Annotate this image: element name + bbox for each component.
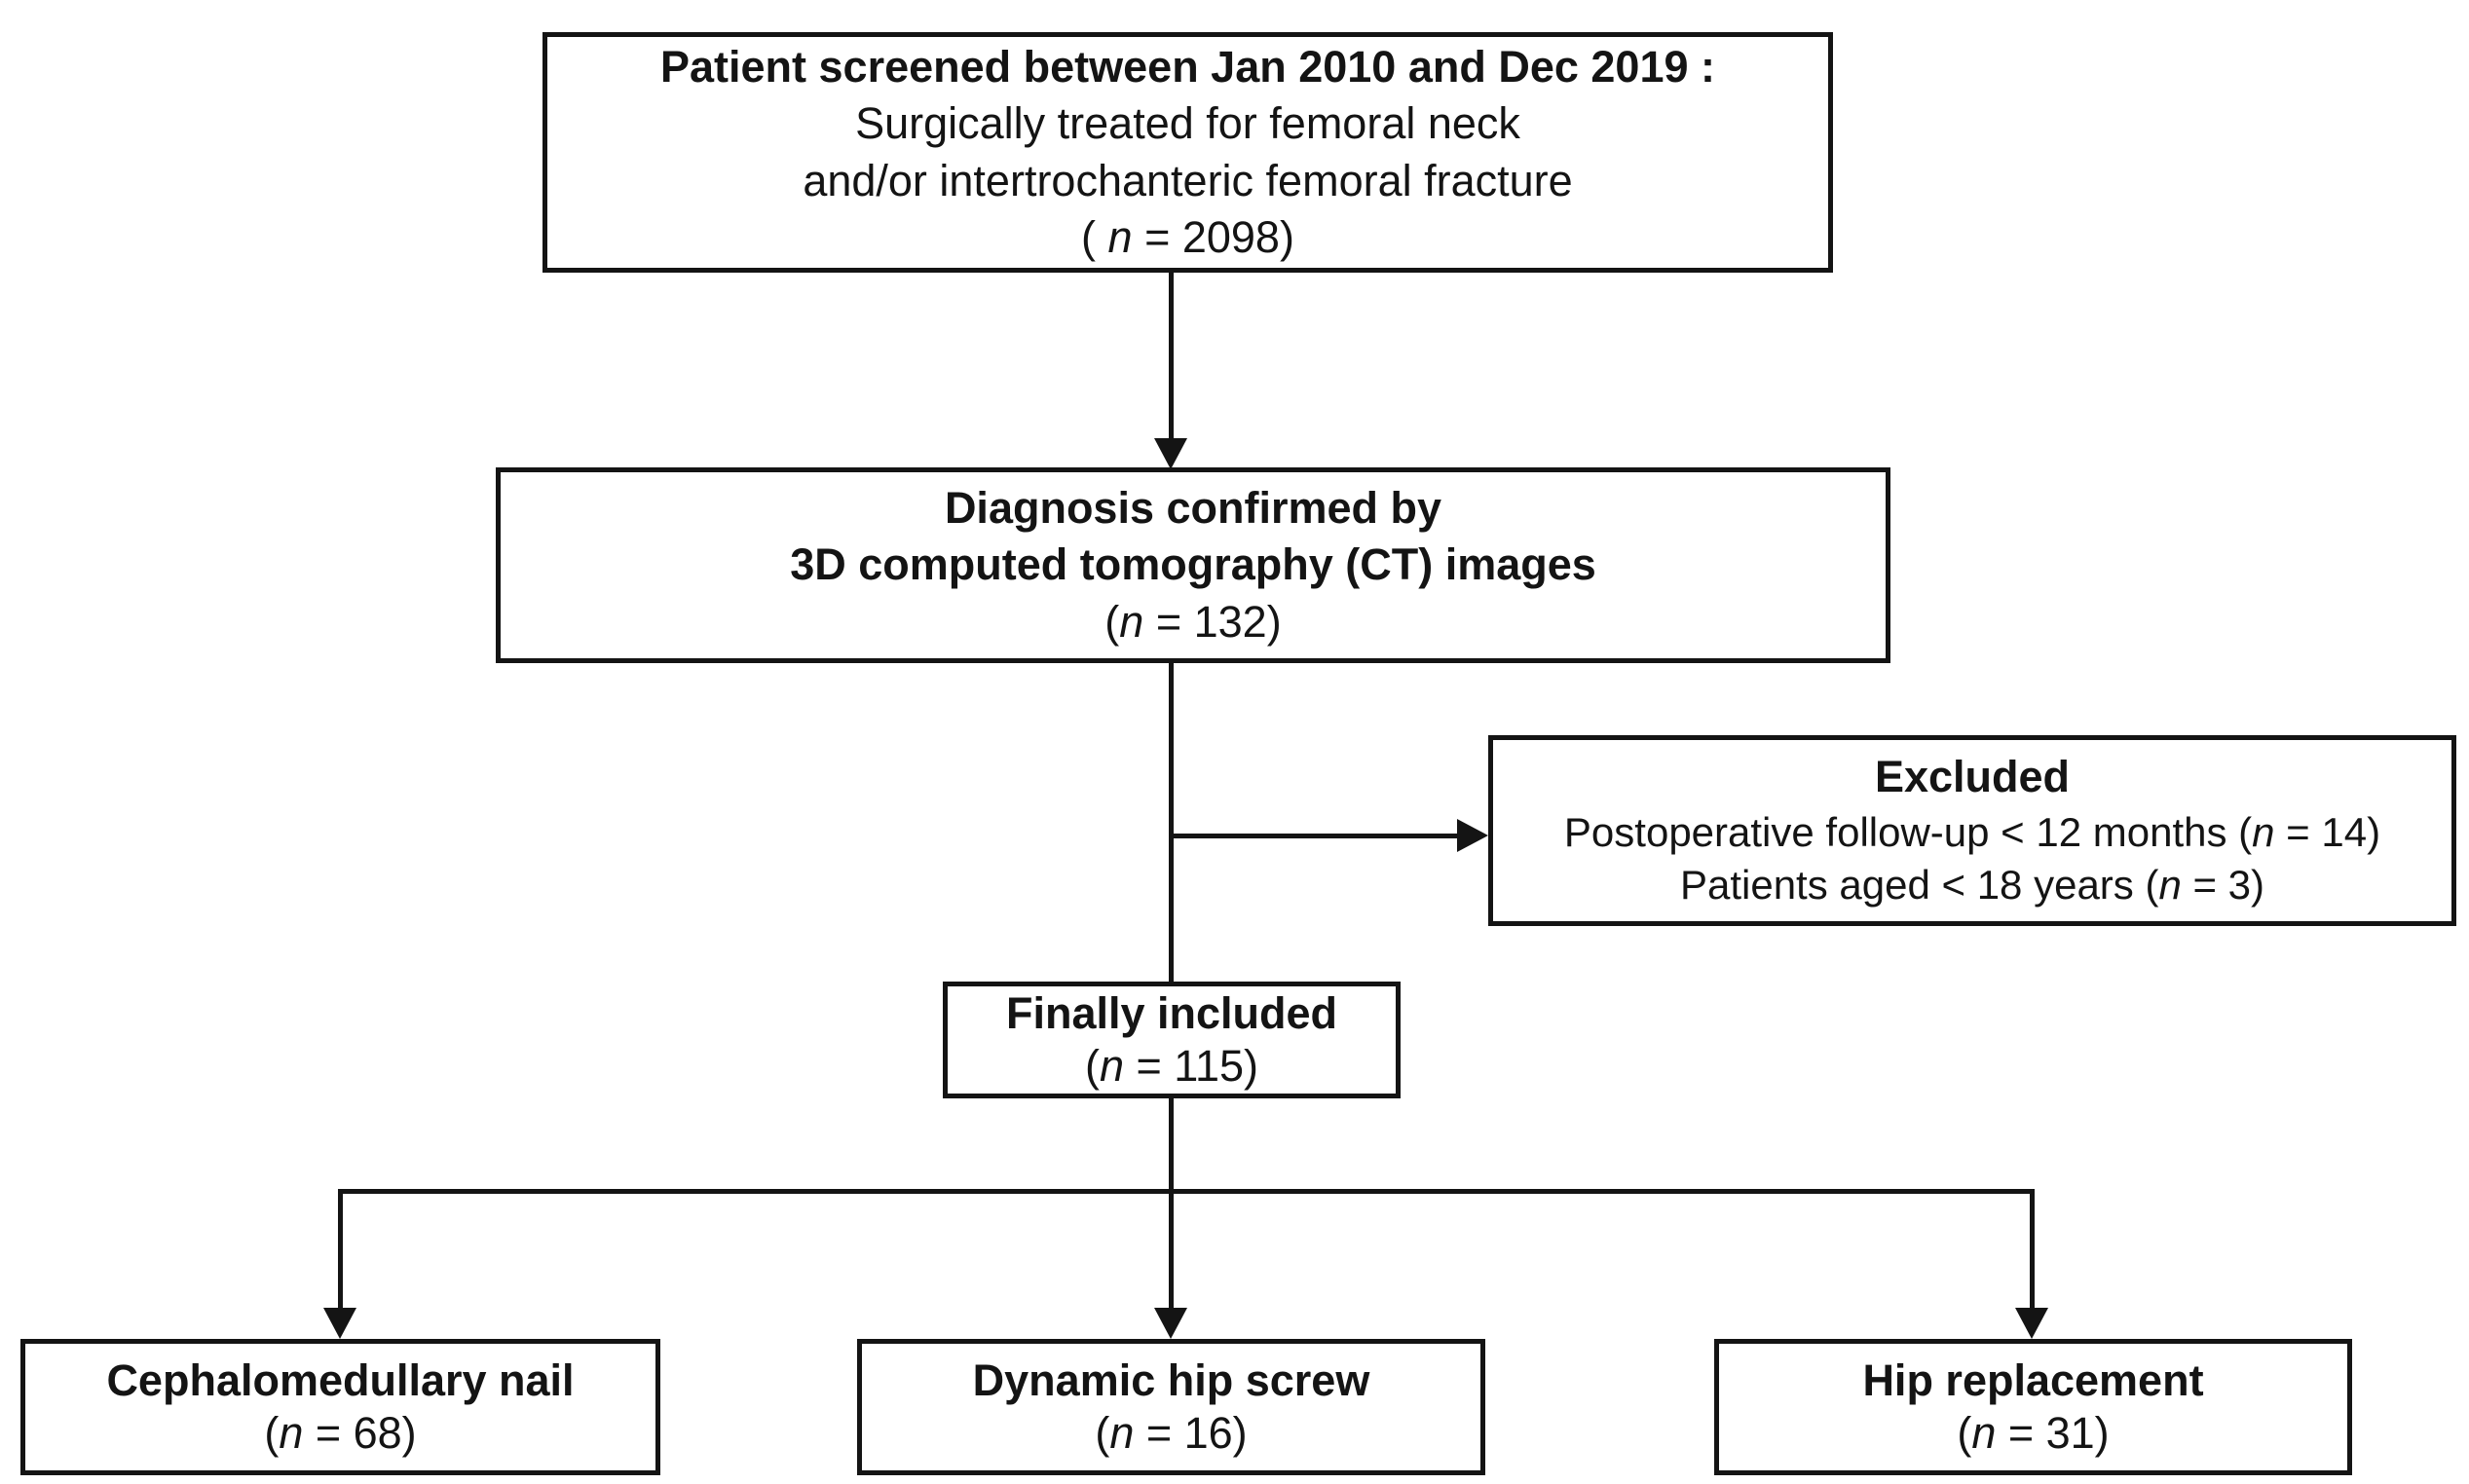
ct-count: (n = 132) <box>1104 594 1281 651</box>
hip-title: Hip replacement <box>1862 1355 2204 1405</box>
box-ct-confirmed: Diagnosis confirmed by 3D computed tomog… <box>496 467 1890 663</box>
reason-text: Patients aged < 18 years ( <box>1679 862 2159 909</box>
count-suffix: = 68) <box>303 1408 417 1458</box>
arrowhead-right-icon <box>1457 819 1488 852</box>
count-prefix: ( <box>1081 212 1108 262</box>
n-symbol: n <box>1099 1041 1124 1091</box>
screened-count: ( n = 2098) <box>1081 209 1294 267</box>
box-cephalomedullary-nail: Cephalomedullary nail (n = 68) <box>20 1339 660 1475</box>
box-finally-included: Finally included (n = 115) <box>943 982 1401 1098</box>
screened-detail-1: Surgically treated for femoral neck <box>855 98 1520 148</box>
count-suffix: = 132) <box>1143 596 1282 647</box>
box-excluded: Excluded Postoperative follow-up < 12 mo… <box>1488 735 2456 926</box>
ct-title-1: Diagnosis confirmed by <box>944 482 1442 533</box>
screened-detail-2: and/or intertrochanteric femoral fractur… <box>803 155 1573 205</box>
arrowhead-down-icon <box>2015 1308 2048 1339</box>
hip-count: (n = 31) <box>1957 1407 2109 1460</box>
count-prefix: ( <box>264 1408 280 1458</box>
distribution-rail-line <box>338 1189 2035 1194</box>
connector-screened-to-ct-line <box>1169 273 1174 438</box>
excluded-reason-2: Patients aged < 18 years (n = 3) <box>1680 859 2264 912</box>
count-prefix: ( <box>1104 596 1120 647</box>
count-suffix: = 2098) <box>1132 212 1294 262</box>
reason-text: Postoperative follow-up < 12 months ( <box>1563 808 2253 855</box>
count-prefix: ( <box>1095 1408 1110 1458</box>
nail-count: (n = 68) <box>264 1407 416 1460</box>
box-hip-replacement: Hip replacement (n = 31) <box>1714 1339 2352 1475</box>
box-dynamic-hip-screw: Dynamic hip screw (n = 16) <box>857 1339 1485 1475</box>
n-symbol: n <box>1107 212 1133 262</box>
included-title: Finally included <box>1005 988 1338 1038</box>
dhs-title: Dynamic hip screw <box>972 1355 1370 1405</box>
count-suffix: = 31) <box>1996 1408 2110 1458</box>
connector-ct-to-included-line <box>1169 663 1174 982</box>
n-symbol: n <box>279 1408 304 1458</box>
n-symbol: n <box>1119 596 1144 647</box>
excluded-title: Excluded <box>1874 752 2071 802</box>
count-suffix: = 3) <box>2181 862 2265 909</box>
screened-title: Patient screened between Jan 2010 and De… <box>659 41 1715 92</box>
connector-included-to-rail-line <box>1169 1098 1174 1194</box>
ct-title-2: 3D computed tomography (CT) images <box>790 539 1596 590</box>
n-symbol: n <box>2158 862 2182 909</box>
arrowhead-down-icon <box>1154 438 1187 469</box>
count-suffix: = 115) <box>1124 1041 1259 1091</box>
count-suffix: = 14) <box>2274 808 2381 855</box>
count-prefix: ( <box>1957 1408 1972 1458</box>
dhs-count: (n = 16) <box>1095 1407 1247 1460</box>
connector-branch-to-excluded-line <box>1169 834 1457 838</box>
arrowhead-down-icon <box>323 1308 356 1339</box>
included-count: (n = 115) <box>1085 1040 1258 1093</box>
n-symbol: n <box>1109 1408 1135 1458</box>
count-suffix: = 16) <box>1134 1408 1248 1458</box>
connector-rail-to-nail-line <box>338 1189 343 1308</box>
count-prefix: ( <box>1084 1041 1100 1091</box>
arrowhead-down-icon <box>1154 1308 1187 1339</box>
connector-rail-to-hip-line <box>2030 1189 2035 1308</box>
n-symbol: n <box>2252 808 2275 855</box>
box-patients-screened: Patient screened between Jan 2010 and De… <box>542 32 1833 273</box>
nail-title: Cephalomedullary nail <box>106 1355 575 1405</box>
excluded-reason-1: Postoperative follow-up < 12 months (n =… <box>1564 806 2380 860</box>
n-symbol: n <box>1971 1408 1997 1458</box>
connector-rail-to-dhs-line <box>1169 1194 1174 1308</box>
